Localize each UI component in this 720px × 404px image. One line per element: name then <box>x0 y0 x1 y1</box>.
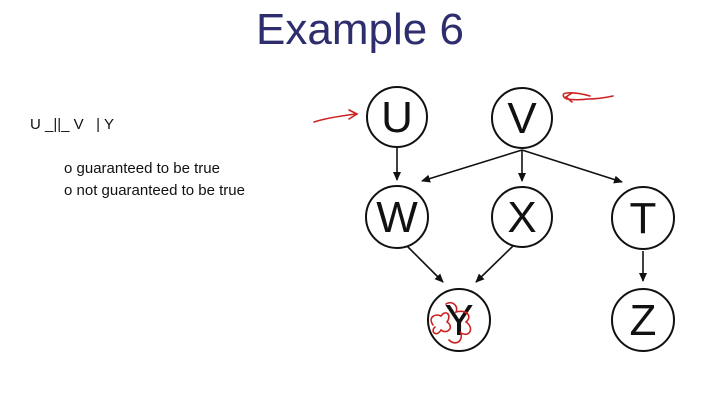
option-guaranteed[interactable]: o guaranteed to be true <box>64 160 220 177</box>
node-z: Z <box>611 288 675 352</box>
edge-v-t <box>521 149 623 184</box>
node-u-label: U <box>381 93 413 142</box>
red-arrowhead-u <box>348 109 359 120</box>
edge-w-y <box>406 245 444 283</box>
node-u: U <box>366 86 428 148</box>
red-arrow-to-u <box>313 113 357 123</box>
node-v-label: V <box>507 94 537 143</box>
node-v: V <box>491 87 553 149</box>
independence-statement: U _||_ V | Y <box>30 116 114 133</box>
red-arrowhead-v <box>564 92 573 103</box>
edge-v-w <box>421 149 523 183</box>
node-y: Y <box>427 288 491 352</box>
node-x-label: X <box>507 193 536 242</box>
edge-x-y <box>475 245 514 283</box>
node-t: T <box>611 186 675 250</box>
node-x: X <box>491 186 553 248</box>
edges <box>393 147 647 283</box>
red-squiggle-y <box>430 301 472 344</box>
option-not-guaranteed[interactable]: o not guaranteed to be true <box>64 182 245 199</box>
red-arrow-to-v <box>562 91 614 101</box>
answer-options: o guaranteed to be true o not guaranteed… <box>64 158 245 202</box>
red-annotations <box>313 91 614 344</box>
node-w-label: W <box>376 193 418 242</box>
node-z-label: Z <box>630 296 657 345</box>
slide-title: Example 6 <box>256 5 464 54</box>
node-t-label: T <box>630 194 657 243</box>
node-w: W <box>365 185 429 249</box>
node-y-label: Y <box>444 296 473 345</box>
